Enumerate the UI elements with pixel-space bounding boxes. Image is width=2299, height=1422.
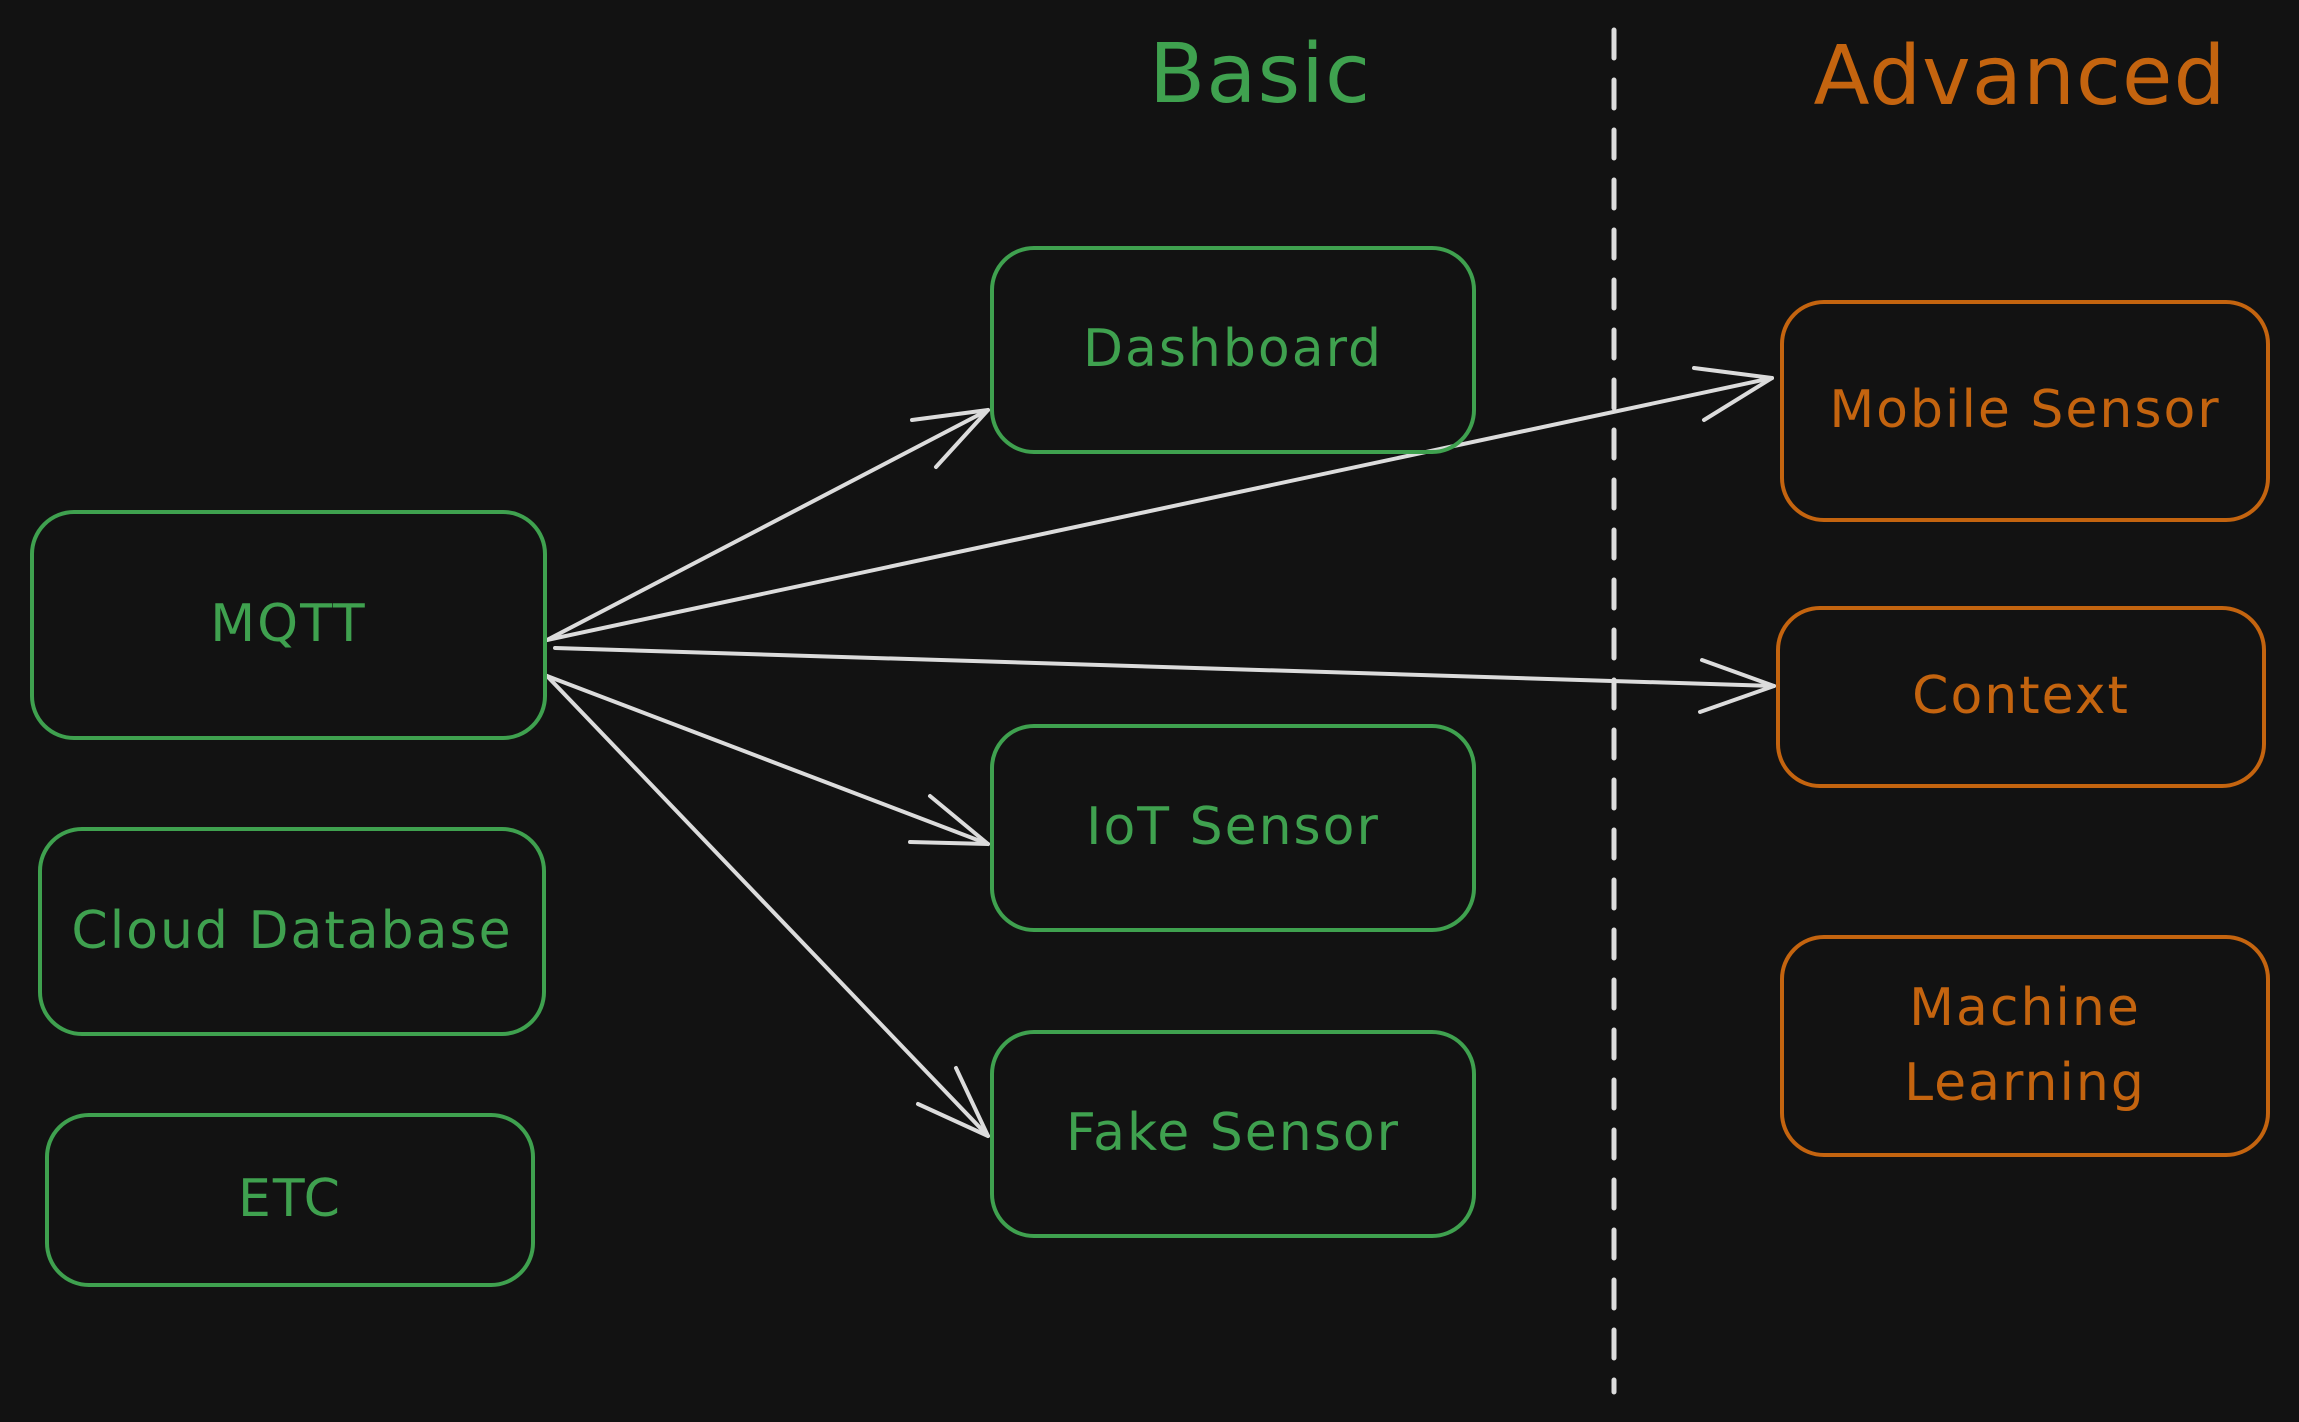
advanced-heading: Advanced — [1813, 29, 2227, 124]
fake-sensor-node[interactable]: Fake Sensor — [990, 1030, 1476, 1238]
dashboard-label: Dashboard — [1082, 319, 1384, 380]
context-node[interactable]: Context — [1776, 606, 2266, 788]
machine-learning-label: Machine Learning — [1904, 977, 2146, 1113]
machine-learning-node[interactable]: Machine Learning — [1780, 935, 2270, 1157]
arrow-mqtt-to-fake-sensor — [545, 674, 990, 1138]
etc-node[interactable]: ETC — [45, 1113, 535, 1287]
iot-sensor-node[interactable]: IoT Sensor — [990, 724, 1476, 932]
cloud-database-node[interactable]: Cloud Database — [38, 827, 546, 1036]
basic-heading: Basic — [1148, 27, 1372, 122]
etc-label: ETC — [238, 1169, 342, 1230]
mqtt-label: MQTT — [210, 594, 367, 655]
iot-sensor-label: IoT Sensor — [1086, 797, 1380, 858]
context-label: Context — [1912, 666, 2130, 727]
mobile-sensor-label: Mobile Sensor — [1829, 380, 2221, 441]
arrow-mqtt-to-dashboard — [545, 408, 990, 642]
dashboard-node[interactable]: Dashboard — [990, 246, 1476, 454]
arrow-mqtt-to-iot-sensor — [545, 674, 990, 846]
cloud-database-label: Cloud Database — [71, 900, 513, 961]
arrow-mqtt-to-context — [553, 646, 1776, 714]
mobile-sensor-node[interactable]: Mobile Sensor — [1780, 300, 2270, 522]
mqtt-node[interactable]: MQTT — [30, 510, 547, 740]
fake-sensor-label: Fake Sensor — [1065, 1103, 1401, 1164]
